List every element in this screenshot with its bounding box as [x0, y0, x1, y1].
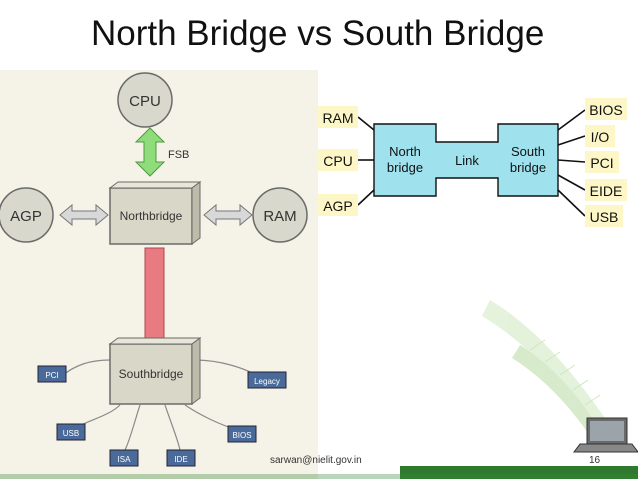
- laptop-icon: [573, 417, 638, 453]
- footer-bar: [0, 466, 638, 479]
- north-bridge-label-1: North: [389, 144, 421, 159]
- agp-tag-label: AGP: [323, 198, 353, 214]
- bios-tag-label: BIOS: [589, 102, 622, 118]
- right-left-connectors: [357, 116, 375, 206]
- cpu-tag: CPU: [318, 149, 358, 171]
- ram-arrow-icon: [203, 203, 253, 227]
- southbridge-label: Southbridge: [119, 367, 184, 381]
- link-label: Link: [455, 153, 479, 168]
- isa-chip-label: ISA: [118, 455, 132, 464]
- bridge-link-shape: [373, 123, 559, 197]
- cpu-node: [117, 72, 173, 128]
- northbridge-box: [109, 187, 193, 245]
- io-tag: I/O: [585, 125, 615, 147]
- usb-tag: USB: [585, 205, 623, 227]
- legacy-chip: Legacy: [247, 371, 287, 389]
- agp-arrow-icon: [59, 203, 109, 227]
- pci-chip: PCI: [37, 365, 67, 383]
- nb-sb-connector: [144, 247, 165, 341]
- page-number: 16: [589, 455, 601, 466]
- agp-node: [0, 187, 54, 243]
- bios-chip: BIOS: [227, 425, 257, 443]
- south-bridge-label-2: bridge: [510, 160, 546, 175]
- usb-tag-label: USB: [590, 209, 619, 225]
- bios-tag: BIOS: [585, 98, 627, 120]
- fsb-label: FSB: [168, 149, 189, 161]
- cpu-label: CPU: [129, 93, 161, 110]
- usb-chip: USB: [56, 423, 86, 441]
- bios-chip-label: BIOS: [232, 431, 251, 440]
- agp-label: AGP: [10, 208, 42, 225]
- legacy-chip-label: Legacy: [254, 377, 280, 386]
- pci-tag: PCI: [585, 151, 619, 173]
- ram-tag: RAM: [318, 106, 358, 128]
- ram-label: RAM: [263, 208, 296, 225]
- eide-tag-label: EIDE: [590, 183, 623, 199]
- fsb-arrow-icon: [134, 127, 166, 177]
- eide-tag: EIDE: [585, 179, 627, 201]
- south-bridge-label-1: South: [511, 144, 545, 159]
- pci-chip-label: PCI: [45, 371, 58, 380]
- io-tag-label: I/O: [591, 129, 610, 145]
- pci-tag-label: PCI: [590, 155, 613, 171]
- agp-tag: AGP: [318, 194, 358, 216]
- slide-title: North Bridge vs South Bridge: [91, 14, 545, 53]
- right-right-connectors: [557, 109, 586, 217]
- cpu-tag-label: CPU: [323, 153, 353, 169]
- ide-chip-label: IDE: [174, 455, 187, 464]
- usb-chip-label: USB: [63, 429, 79, 438]
- north-bridge-label-2: bridge: [387, 160, 423, 175]
- isa-chip: ISA: [109, 449, 139, 467]
- ram-tag-label: RAM: [322, 110, 353, 126]
- footer-email: sarwan@nielit.gov.in: [270, 455, 362, 466]
- northbridge-label: Northbridge: [120, 209, 183, 223]
- ide-chip: IDE: [166, 449, 196, 467]
- ram-node: [252, 187, 308, 243]
